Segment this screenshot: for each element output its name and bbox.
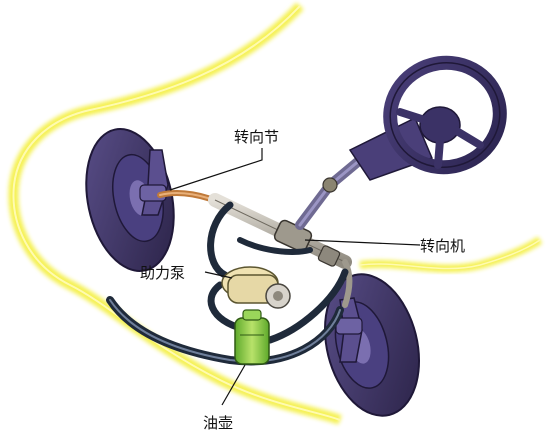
- label-oil-reservoir: 油壶: [203, 414, 234, 432]
- leader-steering-knuckle: [169, 148, 263, 191]
- left-front-tire: [85, 128, 175, 272]
- label-steering-knuckle: 转向节: [234, 128, 280, 146]
- right-front-tire: [323, 273, 421, 417]
- oil-reservoir: [234, 309, 270, 365]
- leader-lines: [169, 148, 421, 406]
- power-steering-pump: [221, 266, 291, 309]
- label-power-pump: 助力泵: [140, 264, 186, 282]
- label-steering-gear: 转向机: [420, 237, 466, 255]
- steering-column: [295, 116, 434, 230]
- leader-power-pump: [204, 271, 233, 279]
- steering-wheel: [383, 55, 507, 175]
- leader-steering-gear: [304, 239, 421, 246]
- right-steering-knuckle: [335, 297, 363, 363]
- car-body-outline: [8, 2, 543, 425]
- leader-oil-reservoir: [221, 364, 246, 406]
- steering-rack: [208, 193, 353, 308]
- hydraulic-hoses: [106, 201, 349, 366]
